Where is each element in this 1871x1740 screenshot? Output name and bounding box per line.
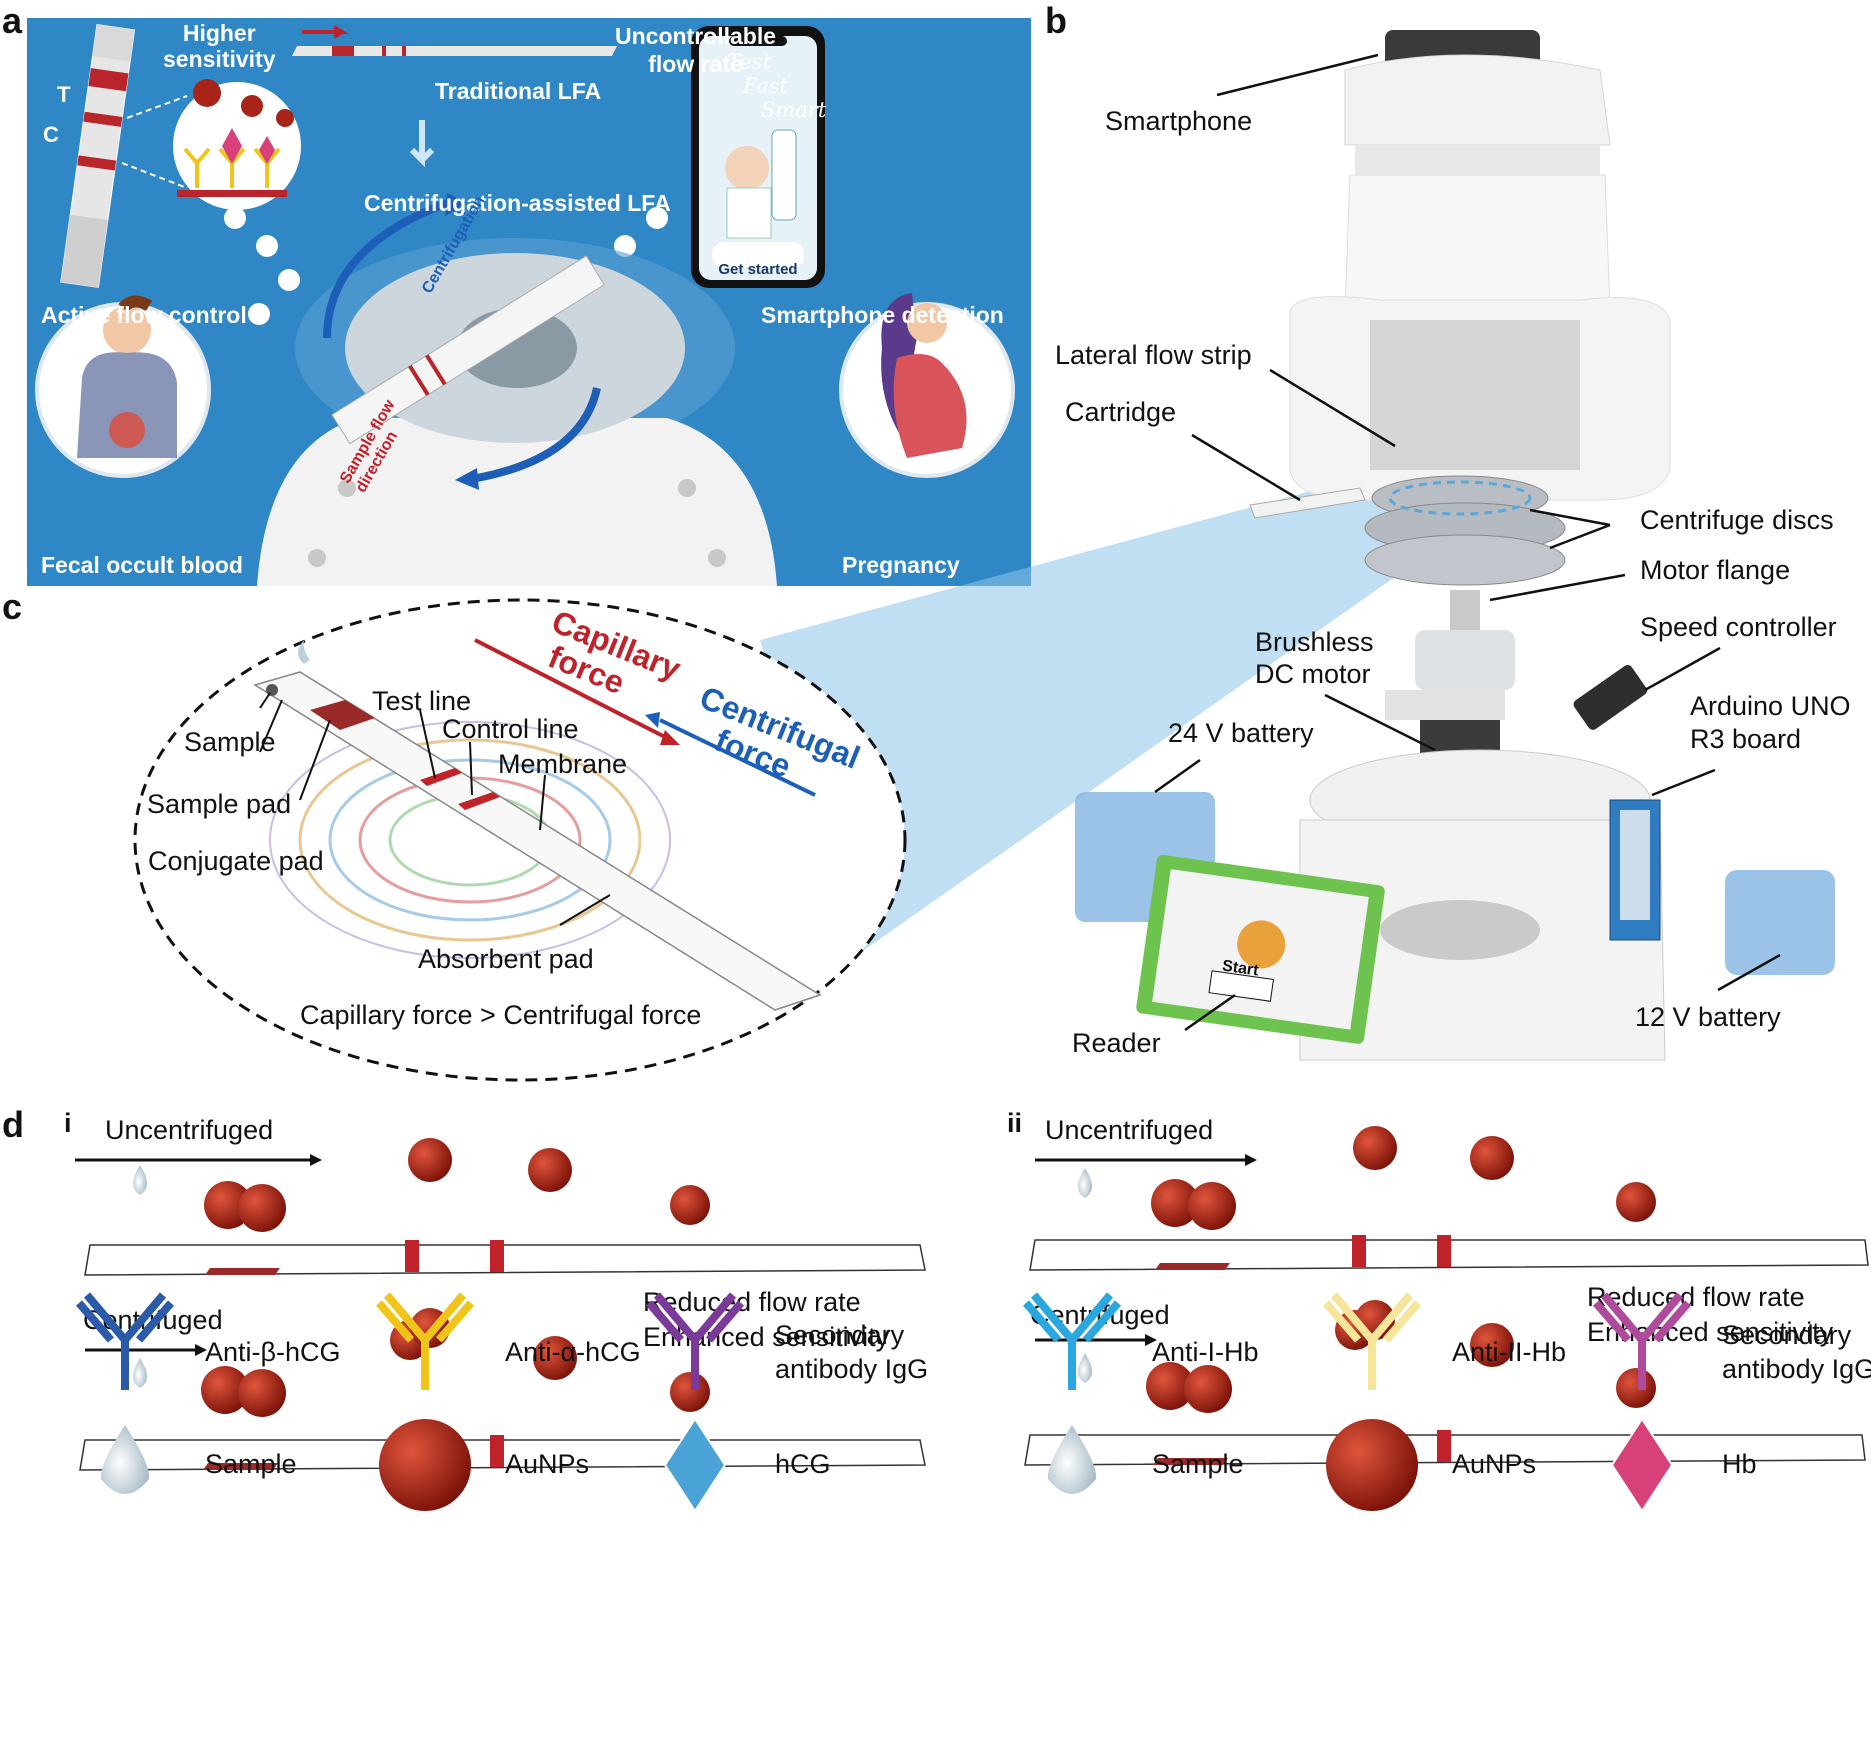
- legend-label: Sample: [1152, 1449, 1244, 1479]
- sub-i-numeral: i: [64, 1108, 72, 1138]
- legend-label: AuNPs: [505, 1449, 590, 1479]
- absorbent-pad-label: Absorbent pad: [418, 944, 594, 974]
- speed-controller-icon: [1573, 664, 1648, 730]
- sub-i-strips: [75, 1138, 926, 1471]
- legend-label: Anti-α-hCG: [505, 1337, 641, 1367]
- vertical-strip-icon: [60, 24, 136, 288]
- strip-highlight-ellipse: [1388, 480, 1532, 516]
- smartphone-label: Smartphone: [1105, 106, 1253, 136]
- legend-antibody-icon: [375, 1292, 475, 1390]
- sub-ii-numeral: ii: [1007, 1108, 1023, 1138]
- strip-t-label: T: [57, 82, 71, 107]
- reader-label: Reader: [1072, 1028, 1161, 1058]
- sub-i-uncentrifuged-label: Uncentrifuged: [105, 1115, 274, 1145]
- panel-b-letter: b: [1045, 0, 1067, 41]
- legend-aunp-icon: [379, 1419, 471, 1511]
- flow-arrow-icon: [302, 25, 349, 39]
- traditional-lfa-label: Traditional LFA: [435, 78, 602, 104]
- active-flow-control-label: Active flow control: [41, 302, 247, 328]
- cartridge-icon: [1249, 487, 1366, 519]
- legend-antibody-icon: [1592, 1292, 1692, 1390]
- membrane-label: Membrane: [498, 749, 628, 779]
- fecal-occult-blood-label: Fecal occult blood: [41, 552, 243, 578]
- test-line: [420, 768, 462, 786]
- panel-a-letter: a: [2, 0, 23, 41]
- centrifugation-lfa-label: Centrifugation-assisted LFA: [364, 190, 671, 216]
- zoom-beam: [760, 475, 1540, 960]
- legend-sample-drop-icon: [1047, 1425, 1097, 1494]
- control-line: [458, 792, 500, 810]
- panel-d-letter: d: [2, 1104, 24, 1145]
- smartphone-detection-label: Smartphone detection: [761, 302, 1004, 328]
- battery-12v-label: 12 V battery: [1635, 1002, 1781, 1032]
- legend-label: hCG: [775, 1449, 831, 1479]
- conjugate-pad-label: Conjugate pad: [148, 846, 324, 876]
- get-started-button[interactable]: Get started: [718, 261, 798, 278]
- legend-label: Hb: [1722, 1449, 1757, 1479]
- battery-12v-icon: [1725, 870, 1835, 975]
- legend-sample-drop-icon: [100, 1425, 150, 1494]
- legend-label: Anti-I-Hb: [1152, 1337, 1259, 1367]
- motor-flange-label: Motor flange: [1640, 555, 1791, 585]
- legend-icons: [75, 1292, 1692, 1513]
- legend-antibody-icon: [1022, 1292, 1122, 1390]
- legend-antigen-icon: [663, 1417, 727, 1513]
- panel-b-graphics: [760, 30, 1835, 1061]
- lateral-flow-strip: [253, 671, 822, 1011]
- sample-drop-icon: [298, 640, 310, 664]
- sample-dot: [266, 684, 278, 696]
- lateral-flow-strip-label: Lateral flow strip: [1055, 340, 1252, 370]
- sample-label: Sample: [184, 727, 276, 757]
- panel-c-graphics: [133, 598, 907, 1082]
- panel-d-graphics: [75, 1126, 1869, 1513]
- legend-antibody-icon: [645, 1292, 745, 1390]
- pregnancy-label: Pregnancy: [842, 552, 960, 578]
- sub-ii-uncentrifuged-label: Uncentrifuged: [1045, 1115, 1214, 1145]
- legend-antibody-icon: [75, 1292, 175, 1390]
- legend-label: Anti-β-hCG: [205, 1337, 341, 1367]
- test-line-label: Test line: [372, 686, 472, 716]
- force-inequality-label: Capillary force > Centrifugal force: [300, 1000, 702, 1030]
- legend-antigen-icon: [1610, 1417, 1674, 1513]
- down-arrow-icon: [409, 120, 435, 168]
- speed-controller-label: Speed controller: [1640, 612, 1837, 642]
- panel-c-letter: c: [2, 586, 23, 627]
- sub-ii-strips: [1024, 1126, 1869, 1466]
- battery-24v-label: 24 V battery: [1168, 718, 1314, 748]
- legend-label: Anti-II-Hb: [1452, 1337, 1567, 1367]
- legend-label: AuNPs: [1452, 1449, 1537, 1479]
- reader-start-button: [1208, 970, 1275, 1002]
- strip-c-label: C: [43, 122, 59, 147]
- cartridge-label: Cartridge: [1065, 397, 1177, 427]
- control-line-label: Control line: [442, 714, 579, 744]
- conjugate-pad: [310, 700, 375, 730]
- legend-antibody-icon: [1322, 1292, 1422, 1390]
- legend-aunp-icon: [1326, 1419, 1418, 1511]
- traditional-strip-icon: [292, 46, 617, 56]
- sample-pad-label: Sample pad: [147, 789, 292, 819]
- panel-a-graphics: [35, 24, 1015, 586]
- centrifuge-disc-3: [1364, 534, 1566, 586]
- centrifuge-discs-label: Centrifuge discs: [1640, 505, 1834, 535]
- legend-label: Sample: [205, 1449, 297, 1479]
